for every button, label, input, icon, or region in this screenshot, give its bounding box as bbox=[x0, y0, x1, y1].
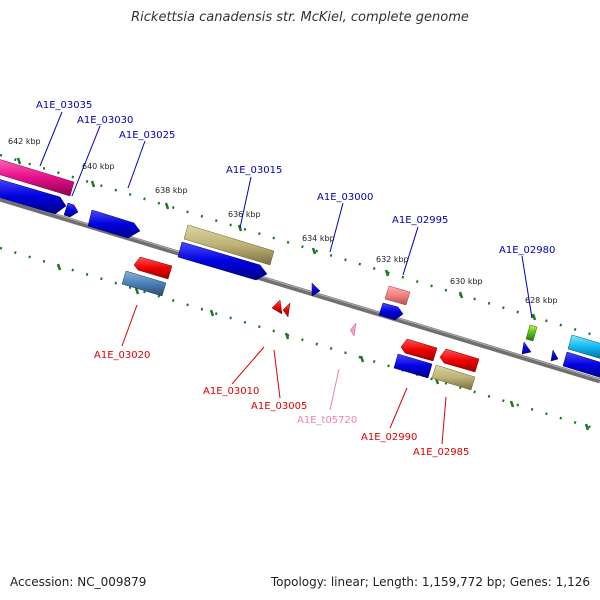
gene-steel-03020[interactable] bbox=[121, 270, 167, 297]
gene-a1e-02990-blue[interactable] bbox=[393, 353, 433, 379]
gene-a1e-03025[interactable] bbox=[87, 209, 141, 239]
gene-blue-small-right[interactable] bbox=[550, 349, 559, 362]
trna-callout-line bbox=[329, 368, 340, 411]
gene-a1e-03035[interactable] bbox=[0, 158, 75, 197]
gene-label: A1E_03025 bbox=[119, 130, 175, 141]
accession-text: Accession: NC_009879 bbox=[10, 575, 147, 589]
gene-a1e-03000[interactable] bbox=[311, 282, 321, 297]
gene-a1e-02990[interactable] bbox=[400, 338, 438, 362]
gene-olive-636[interactable] bbox=[183, 224, 275, 266]
gene-label: A1E_03000 bbox=[317, 192, 373, 203]
gene-label: A1E_t05720 bbox=[297, 415, 357, 426]
ruler-tick-label: 636 kbp bbox=[228, 210, 261, 219]
gene-green-628[interactable] bbox=[525, 324, 538, 342]
gene-arrow-03030b[interactable] bbox=[63, 202, 79, 218]
gene-a1e-03030[interactable] bbox=[0, 178, 67, 215]
bottom-callout-lines bbox=[121, 304, 447, 445]
gene-a1e-03015[interactable] bbox=[177, 241, 268, 281]
gene-a1e-03020[interactable] bbox=[133, 256, 173, 280]
ruler-major-ticks bbox=[16, 157, 590, 431]
gene-a1e-03010[interactable] bbox=[271, 299, 283, 315]
ruler-tick-label: 634 kbp bbox=[302, 234, 335, 243]
top-callout-lines bbox=[39, 111, 533, 319]
gene-blue-right-edge[interactable] bbox=[562, 351, 600, 378]
gene-label: A1E_03020 bbox=[94, 350, 150, 361]
gene-label: A1E_02985 bbox=[413, 447, 469, 458]
gene-label: A1E_02980 bbox=[499, 245, 555, 256]
gene-olive-02985[interactable] bbox=[431, 364, 476, 391]
gene-label: A1E_03035 bbox=[36, 100, 92, 111]
gene-label: A1E_02990 bbox=[361, 432, 417, 443]
gene-a1e-02995[interactable] bbox=[378, 302, 404, 321]
gene-label: A1E_03015 bbox=[226, 165, 282, 176]
ruler-tick-label: 630 kbp bbox=[450, 277, 483, 286]
ruler-tick-label: 642 kbp bbox=[8, 137, 41, 146]
gene-salmon-632[interactable] bbox=[384, 285, 411, 306]
gene-a1e-02985[interactable] bbox=[439, 348, 480, 373]
gene-label: A1E_03010 bbox=[203, 386, 259, 397]
gene-label: A1E_02995 bbox=[392, 215, 448, 226]
ruler-tick-label: 628 kbp bbox=[525, 296, 558, 305]
gene-cyan-right[interactable] bbox=[567, 334, 600, 359]
ruler-tick-label: 638 kbp bbox=[155, 186, 188, 195]
genome-summary-text: Topology: linear; Length: 1,159,772 bp; … bbox=[270, 575, 590, 589]
ruler-tick-label: 640 kbp bbox=[82, 162, 115, 171]
gene-label: A1E_03030 bbox=[77, 115, 133, 126]
gene-a1e-t05720[interactable] bbox=[349, 322, 357, 337]
genome-title: Rickettsia canadensis str. McKiel, compl… bbox=[131, 10, 469, 25]
gene-label: A1E_03005 bbox=[251, 401, 307, 412]
gene-a1e-02980[interactable] bbox=[521, 341, 532, 355]
ruler-tick-label: 632 kbp bbox=[376, 255, 409, 264]
gene-a1e-03005[interactable] bbox=[282, 302, 291, 318]
